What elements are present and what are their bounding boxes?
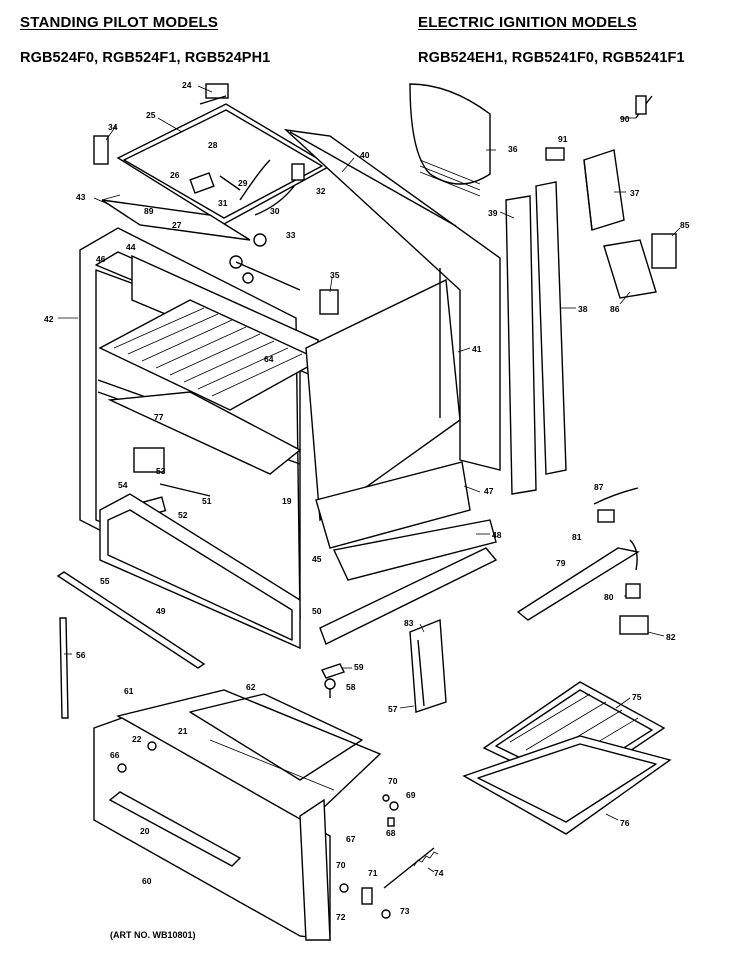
callout-42: 42 — [44, 314, 54, 324]
callout-74: 74 — [434, 868, 444, 878]
art-number: (ART NO. WB10801) — [110, 930, 196, 940]
callout-86: 86 — [610, 304, 620, 314]
door-panel-lower — [99, 493, 301, 650]
lower-back-panels — [315, 461, 498, 645]
callout-76: 76 — [620, 818, 630, 828]
callout-89: 89 — [144, 206, 154, 216]
spring-74 — [383, 847, 439, 889]
hinge-83-57 — [409, 618, 447, 713]
callout-50: 50 — [312, 606, 322, 616]
valve-manifold-parts — [93, 83, 339, 315]
callout-38: 38 — [578, 304, 588, 314]
callout-70: 70 — [388, 776, 398, 786]
callout-labels: 24 25 34 26 28 29 32 43 89 27 31 30 33 4… — [44, 80, 690, 922]
callout-70b: 70 — [336, 860, 346, 870]
callout-57: 57 — [388, 704, 398, 714]
callout-26: 26 — [170, 170, 180, 180]
callout-53: 53 — [156, 466, 166, 476]
callout-64: 64 — [264, 354, 274, 364]
callout-22: 22 — [132, 734, 142, 744]
callout-56: 56 — [76, 650, 86, 660]
callout-32: 32 — [316, 186, 326, 196]
callout-77: 77 — [154, 412, 164, 422]
rail-39-38 — [505, 181, 567, 495]
callout-85: 85 — [680, 220, 690, 230]
callout-46: 46 — [96, 254, 106, 264]
callout-24: 24 — [182, 80, 192, 90]
callout-34: 34 — [108, 122, 118, 132]
callout-36: 36 — [508, 144, 518, 154]
callout-72: 72 — [336, 912, 346, 922]
small-hardware — [117, 741, 399, 919]
callout-66: 66 — [110, 750, 120, 760]
kick-rail-55 — [56, 571, 206, 669]
callout-44: 44 — [126, 242, 136, 252]
callout-41: 41 — [472, 344, 482, 354]
callout-60: 60 — [142, 876, 152, 886]
callout-52: 52 — [178, 510, 188, 520]
igniter-parts-lower — [516, 487, 649, 635]
switch-91 — [545, 147, 565, 161]
callout-27: 27 — [172, 220, 182, 230]
callout-19: 19 — [282, 496, 292, 506]
callout-79: 79 — [556, 558, 566, 568]
callout-71: 71 — [368, 868, 378, 878]
callout-81: 81 — [572, 532, 582, 542]
standing-pilot-model-list: RGB524F0, RGB524F1, RGB524PH1 — [20, 50, 271, 66]
electric-ignition-title: ELECTRIC IGNITION MODELS — [418, 14, 637, 31]
broiler-grid-76 — [462, 735, 672, 835]
callout-33: 33 — [286, 230, 296, 240]
cover-37 — [583, 149, 625, 231]
callout-59: 59 — [354, 662, 364, 672]
drawer-side-67 — [299, 798, 331, 941]
callout-90: 90 — [620, 114, 630, 124]
electric-ignition-model-list: RGB524EH1, RGB5241F0, RGB5241F1 — [418, 50, 685, 66]
callout-67: 67 — [346, 834, 356, 844]
back-guard-36 — [409, 83, 491, 197]
oven-side-panel-right — [283, 129, 501, 522]
callout-35: 35 — [330, 270, 340, 280]
callout-37: 37 — [630, 188, 640, 198]
callout-58: 58 — [346, 682, 356, 692]
callout-91: 91 — [558, 134, 568, 144]
callout-31: 31 — [218, 198, 228, 208]
callout-47: 47 — [484, 486, 494, 496]
igniter-90 — [635, 95, 653, 119]
callout-48: 48 — [492, 530, 502, 540]
callout-55: 55 — [100, 576, 110, 586]
screw-58-59 — [321, 663, 345, 698]
callout-54: 54 — [118, 480, 128, 490]
rod-56 — [59, 617, 69, 719]
callout-62: 62 — [246, 682, 256, 692]
callout-69: 69 — [406, 790, 416, 800]
callout-30: 30 — [270, 206, 280, 216]
callout-80: 80 — [604, 592, 614, 602]
callout-83: 83 — [404, 618, 414, 628]
broiler-rack-lower — [107, 391, 302, 475]
callout-49: 49 — [156, 606, 166, 616]
callout-87: 87 — [594, 482, 604, 492]
callout-75: 75 — [632, 692, 642, 702]
callout-51: 51 — [202, 496, 212, 506]
callout-25: 25 — [146, 110, 156, 120]
bracket-85-86 — [603, 233, 677, 299]
callout-20: 20 — [140, 826, 150, 836]
callout-82: 82 — [666, 632, 676, 642]
cooktop-top-panel — [101, 103, 332, 241]
callout-21: 21 — [178, 726, 188, 736]
callout-45: 45 — [312, 554, 322, 564]
standing-pilot-title: STANDING PILOT MODELS — [20, 14, 219, 31]
callout-28: 28 — [208, 140, 218, 150]
callout-43: 43 — [76, 192, 86, 202]
callout-40: 40 — [360, 150, 370, 160]
callout-29: 29 — [238, 178, 248, 188]
callout-68: 68 — [386, 828, 396, 838]
callout-73: 73 — [400, 906, 410, 916]
leader-lines — [58, 85, 681, 873]
callout-39: 39 — [488, 208, 498, 218]
callout-61: 61 — [124, 686, 134, 696]
